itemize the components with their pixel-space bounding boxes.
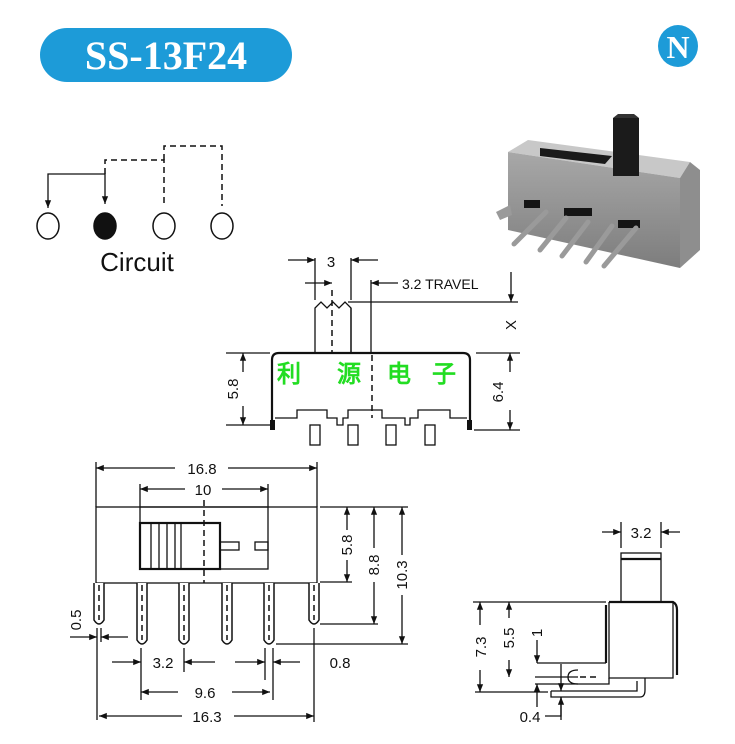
dim-pin-width: 0.8 <box>330 655 351 672</box>
watermark-char-3: 电 <box>387 359 411 388</box>
side-view-drawing: 利 源 电 子 3 3.2 TRAVEL X 5.8 6.4 <box>225 254 520 446</box>
dim-body-height-right: 6.4 <box>490 382 507 403</box>
dim-pin-thickness: 0.5 <box>68 610 85 631</box>
dim-end-tab-thickness: 0.4 <box>520 709 541 726</box>
terminal-1 <box>36 212 60 240</box>
dim-total-height: 10.3 <box>394 560 411 589</box>
watermark-char-4: 子 <box>432 359 456 388</box>
circuit-diagram: Circuit <box>36 145 234 277</box>
watermark-char-1: 利 <box>277 359 301 388</box>
dim-overall-width: 16.8 <box>187 461 216 478</box>
dim-end-pin-gap: 1 <box>529 629 546 637</box>
dim-window-width: 10 <box>195 482 212 499</box>
dim-pin-outer-span: 16.3 <box>192 709 221 726</box>
dim-pin-height: 8.8 <box>366 555 383 576</box>
terminal-3 <box>152 212 176 240</box>
brand-logo: N <box>658 25 698 67</box>
dim-actuator-height: X <box>503 320 520 330</box>
dim-end-pin-offset: 5.5 <box>501 628 518 649</box>
terminal-2-common <box>93 212 117 240</box>
end-view-drawing: 3.2 7.3 5.5 1 0.4 <box>473 522 680 726</box>
dim-body-height-left: 5.8 <box>225 379 242 400</box>
product-photo <box>496 114 700 269</box>
dim-travel: 3.2 TRAVEL <box>402 276 479 292</box>
watermark-char-2: 源 <box>337 359 361 388</box>
dim-actuator-width: 3 <box>327 254 335 271</box>
dim-end-actuator-width: 3.2 <box>631 525 652 542</box>
dim-pin-span: 9.6 <box>195 685 216 702</box>
front-view-drawing: 16.8 10 5.8 8.8 10.3 0.5 3.2 0.8 <box>68 461 411 726</box>
circuit-label: Circuit <box>100 247 174 277</box>
logo-letter: N <box>666 29 689 65</box>
model-title-badge: SS-13F24 <box>40 28 292 82</box>
dim-end-total-height: 7.3 <box>473 637 490 658</box>
dim-pin-pitch: 3.2 <box>153 655 174 672</box>
dim-body-height: 5.8 <box>339 535 356 556</box>
terminal-4 <box>210 212 234 240</box>
model-title: SS-13F24 <box>85 33 247 78</box>
